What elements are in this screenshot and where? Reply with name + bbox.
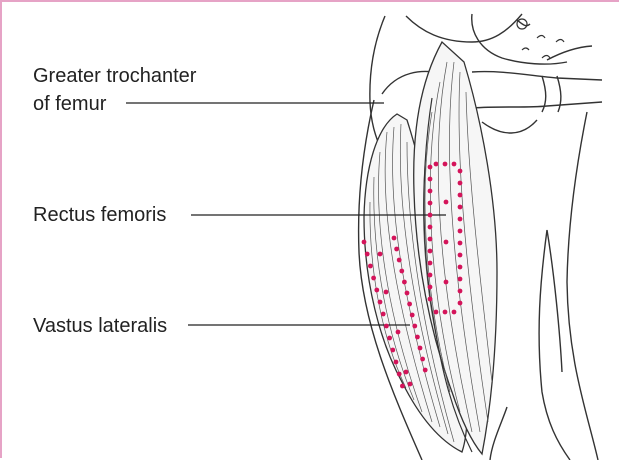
trigger-point-dot: [428, 285, 433, 290]
trigger-point-dot: [365, 252, 370, 257]
trigger-point-dot: [428, 297, 433, 302]
trigger-point-dot: [415, 335, 420, 340]
trigger-point-dot: [381, 312, 386, 317]
trigger-point-dot: [458, 169, 463, 174]
trigger-point-dot: [384, 290, 389, 295]
trigger-point-dot: [397, 258, 402, 263]
trigger-point-dot: [458, 289, 463, 294]
trigger-point-dot: [378, 252, 383, 257]
trigger-point-dot: [458, 277, 463, 282]
trigger-point-dot: [428, 249, 433, 254]
trigger-point-dot: [428, 261, 433, 266]
trigger-point-dot: [428, 189, 433, 194]
trigger-point-dot: [394, 247, 399, 252]
trigger-point-dot: [423, 368, 428, 373]
trigger-point-dot: [374, 288, 379, 293]
trigger-point-dot: [444, 200, 449, 205]
trigger-point-dot: [458, 241, 463, 246]
trigger-point-dot: [384, 324, 389, 329]
trigger-point-dot: [390, 348, 395, 353]
trigger-point-dot: [387, 336, 392, 341]
trigger-point-dot: [368, 264, 373, 269]
trigger-point-dot: [362, 240, 367, 245]
trigger-point-dot: [408, 382, 413, 387]
trigger-point-dot: [452, 162, 457, 167]
trigger-point-dot: [458, 181, 463, 186]
trigger-point-dot: [443, 162, 448, 167]
trigger-point-dot: [400, 384, 405, 389]
trigger-point-dot: [371, 276, 376, 281]
trigger-point-dot: [444, 280, 449, 285]
trigger-point-dot: [458, 265, 463, 270]
trigger-point-dot: [443, 310, 448, 315]
trigger-point-dot: [458, 229, 463, 234]
trigger-point-dot: [402, 280, 407, 285]
trigger-point-dot: [405, 291, 410, 296]
trigger-point-dot: [428, 177, 433, 182]
trigger-point-dot: [434, 310, 439, 315]
trigger-point-dot: [399, 269, 404, 274]
inner-muscle-outline: [539, 230, 570, 460]
trigger-point-dot: [392, 236, 397, 241]
trigger-point-dot: [428, 237, 433, 242]
label-rectus-femoris: Rectus femoris: [33, 201, 166, 229]
trigger-point-dot: [434, 162, 439, 167]
trigger-point-dot: [412, 324, 417, 329]
trigger-point-dot: [428, 213, 433, 218]
trigger-point-dot: [420, 357, 425, 362]
trigger-point-dot: [458, 217, 463, 222]
label-greater-trochanter-line1: Greater trochanter: [33, 62, 196, 90]
trigger-point-dot: [428, 225, 433, 230]
trigger-point-dot: [410, 313, 415, 318]
trigger-point-dot: [452, 310, 457, 315]
trigger-point-dot: [404, 370, 409, 375]
trigger-point-dot: [428, 273, 433, 278]
trigger-point-dot: [397, 372, 402, 377]
trigger-point-dot: [407, 302, 412, 307]
trigger-point-dot: [396, 330, 401, 335]
trigger-point-dot: [458, 193, 463, 198]
label-greater-trochanter-line2: of femur: [33, 90, 106, 118]
trigger-point-dot: [428, 165, 433, 170]
trigger-point-dot: [428, 201, 433, 206]
trigger-point-dot: [458, 205, 463, 210]
trigger-point-dot: [418, 346, 423, 351]
label-vastus-lateralis: Vastus lateralis: [33, 312, 167, 340]
trigger-point-dot: [444, 240, 449, 245]
trigger-point-dot: [458, 253, 463, 258]
trigger-point-dot: [378, 300, 383, 305]
trigger-point-dot: [394, 360, 399, 365]
trigger-point-dot: [458, 301, 463, 306]
